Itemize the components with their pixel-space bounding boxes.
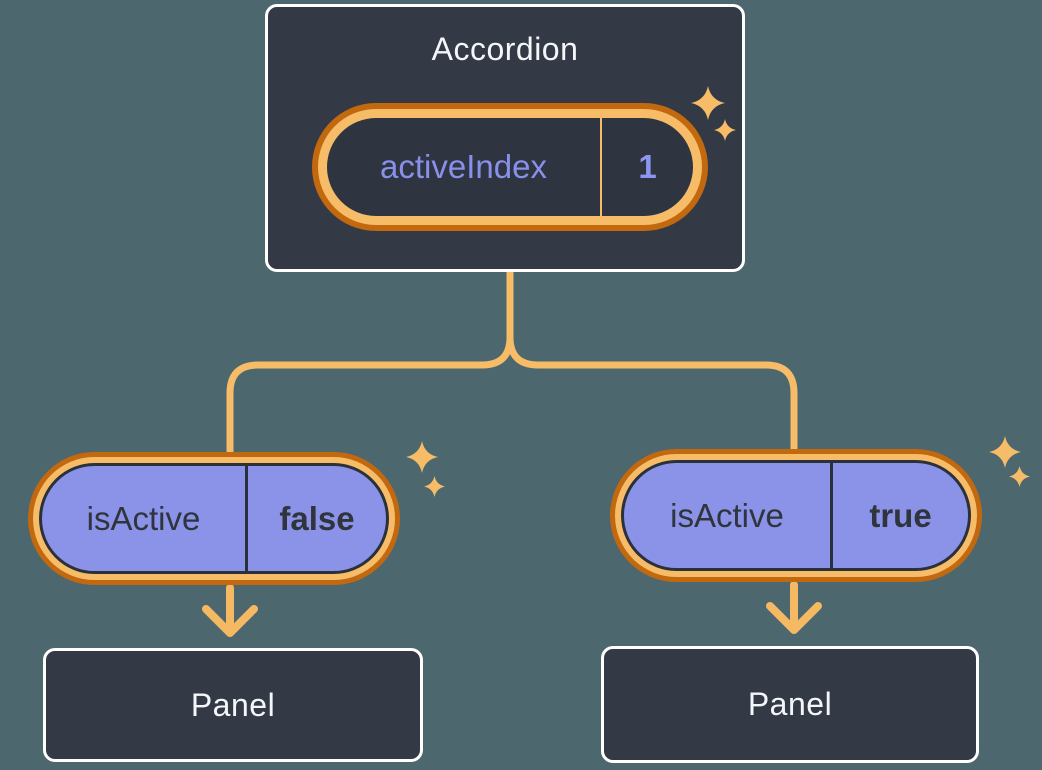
state-name-label: activeIndex (380, 148, 547, 185)
connector-left-branch (226, 268, 514, 456)
prop-pill-right: isActive true (610, 449, 982, 582)
sparkle-icon-left-large (406, 441, 438, 473)
connector-right-branch (506, 268, 798, 453)
sparkle-icon-left-small (424, 476, 445, 497)
panel-node-left: Panel (43, 648, 423, 762)
arrow-down-icon-left (202, 584, 258, 637)
state-pill-divider (600, 118, 602, 216)
prop-name-label-left: isActive (86, 499, 201, 537)
sparkle-icon-right-small (1009, 466, 1030, 487)
state-value-label: 1 (638, 148, 657, 185)
prop-pill-divider-left (245, 466, 248, 571)
prop-name-label-right: isActive (670, 496, 784, 534)
state-pill: activeIndex 1 (312, 103, 708, 231)
panel-title-left: Panel (190, 686, 276, 723)
arrow-down-icon-right (766, 581, 822, 634)
prop-pill-divider-right (830, 463, 833, 568)
prop-pill-left: isActive false (28, 452, 400, 585)
prop-value-label-right: true (869, 496, 932, 534)
panel-node-right: Panel (601, 646, 979, 763)
accordion-node-title: Accordion (431, 31, 579, 67)
sparkle-icon-right-large (989, 436, 1021, 468)
sparkle-icon-root-large (691, 86, 725, 120)
sparkle-icon-root-small (714, 119, 736, 141)
panel-title-right: Panel (747, 686, 833, 722)
prop-value-label-left: false (279, 499, 355, 537)
